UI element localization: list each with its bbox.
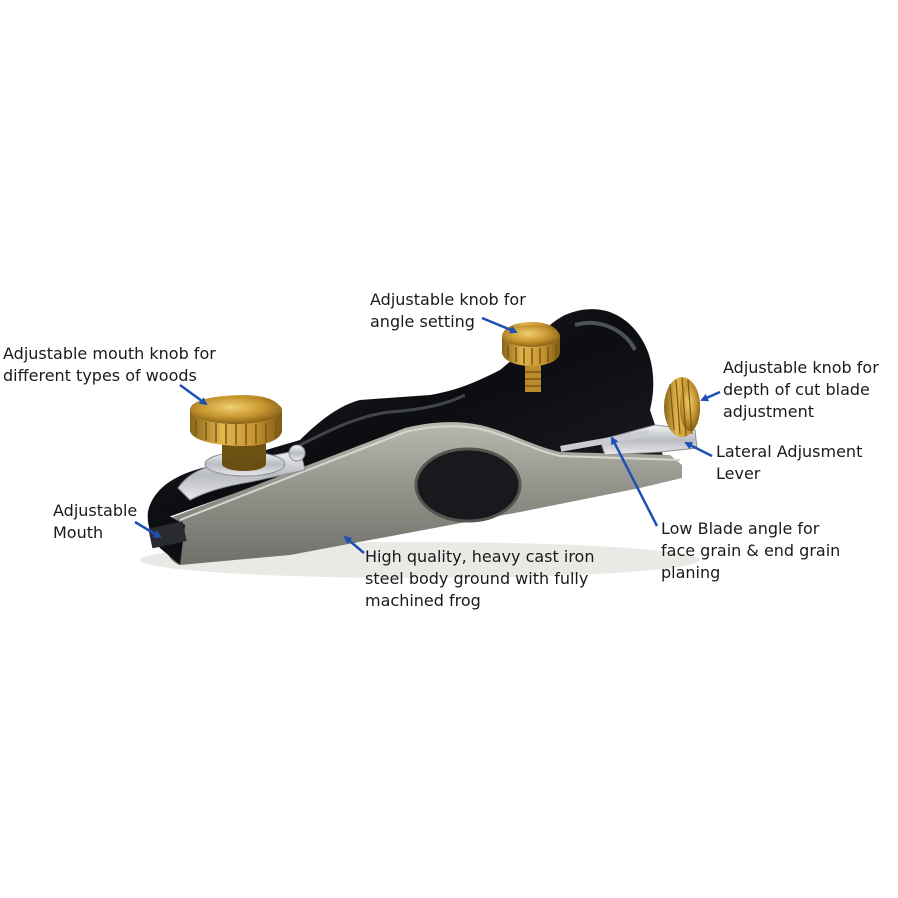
label-line: machined frog xyxy=(365,591,481,610)
arrow-icon xyxy=(481,316,518,334)
label-angle-knob: Adjustable knob for angle setting xyxy=(370,289,526,333)
label-line: Adjustable mouth knob for xyxy=(3,344,216,363)
arrow-icon xyxy=(684,441,713,458)
label-line: Lever xyxy=(716,464,761,483)
label-low-blade: Low Blade angle for face grain & end gra… xyxy=(661,518,840,584)
label-line: Adjustable xyxy=(53,501,138,520)
label-line: Mouth xyxy=(53,523,104,542)
blade-strip xyxy=(560,430,650,452)
body-edge xyxy=(179,425,681,521)
small-screw xyxy=(288,444,306,462)
arrow-icon xyxy=(610,436,659,527)
label-line: face grain & end grain xyxy=(661,541,841,560)
arrow-icon xyxy=(700,390,721,402)
enamel-highlight xyxy=(299,393,466,447)
body-oval-window xyxy=(416,449,520,521)
body-oval-rim xyxy=(414,447,522,523)
arrow-icon xyxy=(134,520,162,539)
depth-knob xyxy=(664,377,700,437)
label-lateral-lever: Lateral Adjusment Lever xyxy=(716,441,862,485)
label-line: Lateral Adjusment xyxy=(716,442,863,461)
label-depth-knob: Adjustable knob for depth of cut blade a… xyxy=(723,357,879,423)
label-body: High quality, heavy cast iron steel body… xyxy=(365,546,594,612)
label-mouth-knob: Adjustable mouth knob for different type… xyxy=(3,343,216,387)
label-line: depth of cut blade xyxy=(723,380,870,399)
label-line: different types of woods xyxy=(3,366,197,385)
mouth-plate xyxy=(148,521,187,549)
label-line: Adjustable knob for xyxy=(370,290,526,309)
arrow-icon xyxy=(343,535,365,554)
label-line: steel body ground with fully xyxy=(365,569,589,588)
label-line: High quality, heavy cast iron xyxy=(365,547,595,566)
label-mouth: Adjustable Mouth xyxy=(53,500,137,544)
label-line: adjustment xyxy=(723,402,814,421)
annotation-arrows xyxy=(134,316,721,554)
label-line: Adjustable knob for xyxy=(723,358,879,377)
mouth-knob xyxy=(190,395,282,471)
label-line: angle setting xyxy=(370,312,475,331)
label-line: planing xyxy=(661,563,721,582)
enamel-highlight-2 xyxy=(574,321,637,351)
arrow-icon xyxy=(179,383,208,406)
label-line: Low Blade angle for xyxy=(661,519,820,538)
